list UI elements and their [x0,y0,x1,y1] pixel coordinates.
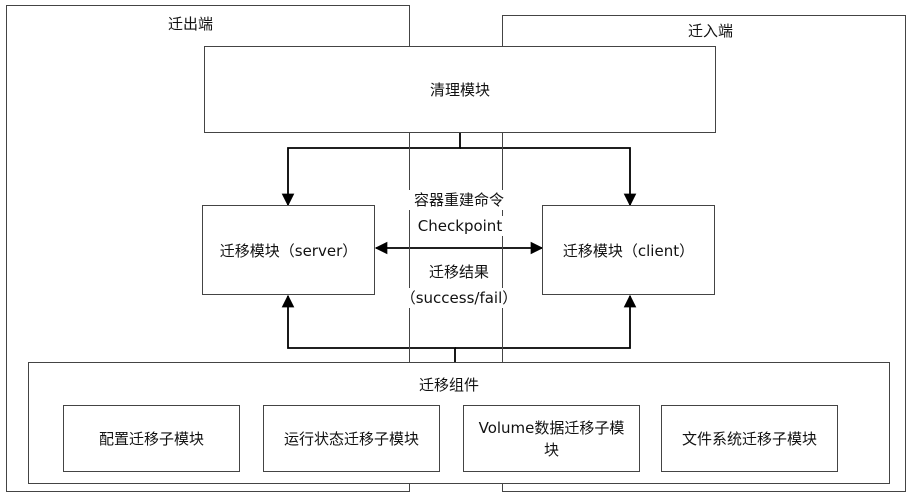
volume-submodule-box: Volume数据迁移子模块 [463,405,640,472]
volume-submodule-label: Volume数据迁移子模块 [478,418,625,459]
cleanup-to-server-arrow [281,133,461,207]
runtime-state-submodule-box: 运行状态迁移子模块 [263,405,440,472]
migration-server-box: 迁移模块（server） [202,205,375,295]
source-side-container [6,5,410,492]
target-side-container [502,15,906,492]
migration-client-box: 迁移模块（client） [542,205,715,295]
command-label: 容器重建命令 [403,190,515,210]
migration-server-label: 迁移模块（server） [219,241,358,260]
cleanup-module-label: 清理模块 [429,81,490,99]
source-side-label: 迁出端 [168,15,214,33]
cleanup-to-client-arrow [460,147,637,207]
cleanup-module-box: 清理模块 [204,46,716,133]
result-status-label: （success/fail） [390,288,528,308]
components-to-client-arrow [455,294,637,349]
result-label: 迁移结果 [418,262,500,282]
filesystem-submodule-box: 文件系统迁移子模块 [661,405,838,472]
filesystem-submodule-label: 文件系统迁移子模块 [681,429,817,448]
migration-client-label: 迁移模块（client） [562,241,695,260]
config-submodule-box: 配置迁移子模块 [63,405,240,472]
components-to-server-arrow [281,294,456,362]
config-submodule-label: 配置迁移子模块 [98,429,204,448]
checkpoint-label: Checkpoint [415,216,505,236]
target-side-label: 迁入端 [688,22,734,40]
components-title: 迁移组件 [419,376,480,394]
runtime-state-submodule-label: 运行状态迁移子模块 [283,429,419,448]
